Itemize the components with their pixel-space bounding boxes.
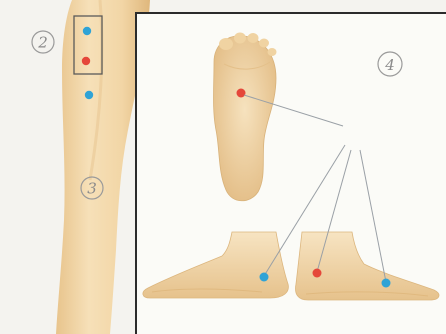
leg-point-blue-upper [83, 27, 91, 35]
leg-point-red [82, 57, 90, 65]
ankle-point-blue-left [260, 273, 269, 282]
label-3-text: 3 [87, 180, 97, 198]
label-2-text: 2 [37, 34, 48, 52]
label-2: 2 [32, 31, 54, 53]
ankle-point-blue-right [382, 279, 391, 288]
label-4-text: 4 [384, 56, 395, 74]
sole-point-red [237, 89, 246, 98]
leg-point-blue-lower [85, 91, 93, 99]
ankle-point-red [313, 269, 322, 278]
